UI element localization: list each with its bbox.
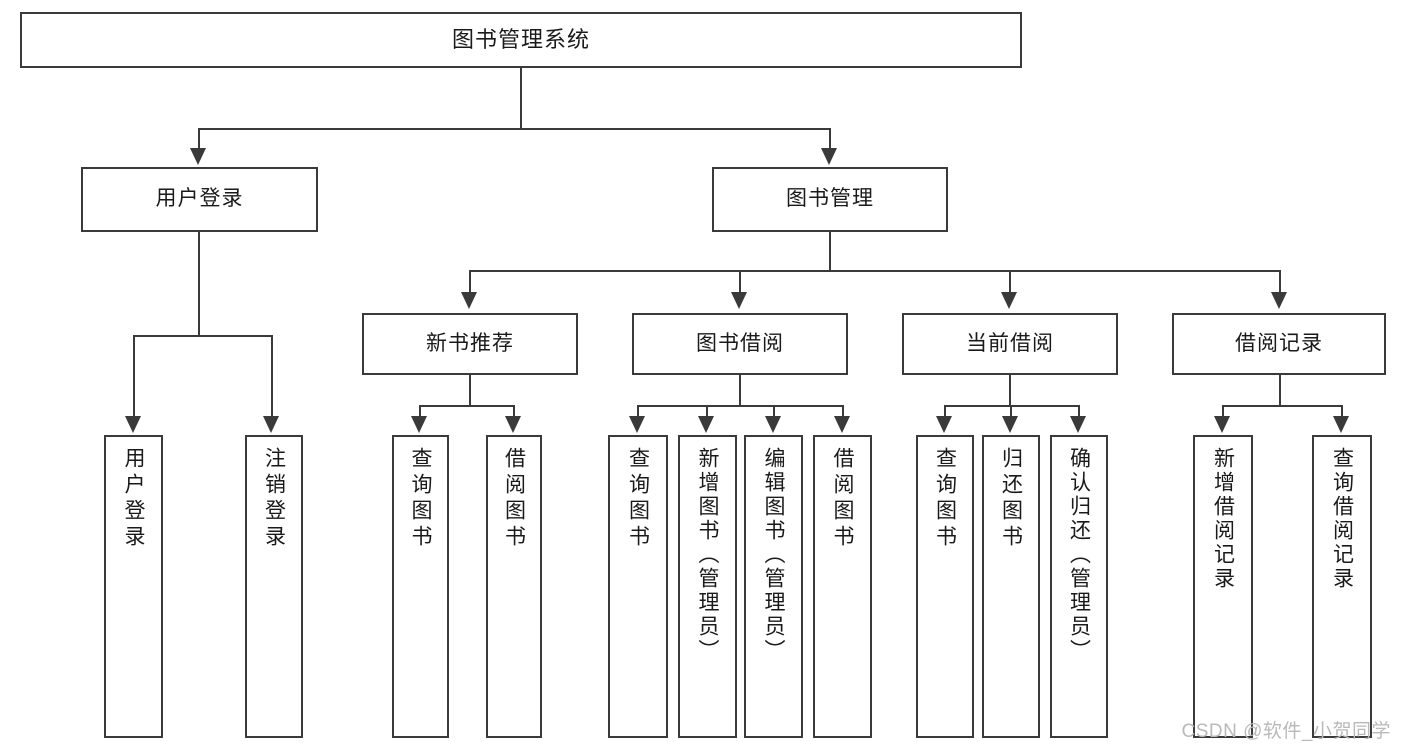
node-leaf-3[interactable]: 借阅图书 [486,435,542,738]
arrowhead-newbook-0 [411,416,427,433]
node-leaf-12[interactable]: 查询借阅记录 [1312,435,1372,738]
node-leaf-8[interactable]: 查询图书 [916,435,974,738]
node-label: 新增图书（管理员） [696,447,719,663]
node-leaf-7[interactable]: 借阅图书 [813,435,872,738]
edge-login-bar [133,335,272,337]
edge-root-stem [520,68,522,128]
arrowhead-borrow-1 [698,416,714,433]
edge-borrow-bar [637,405,843,407]
edge-newbook-bar [419,405,514,407]
edge-borrow-drops-2 [773,405,775,417]
node-leaf-0[interactable]: 用户登录 [104,435,163,738]
node-root-system[interactable]: 图书管理系统 [20,12,1022,68]
edge-borrow-stem [739,375,741,405]
edge-current-drops-1 [1010,405,1012,417]
arrowhead-borrow-2 [765,416,781,433]
arrowhead-manage-3 [1271,292,1287,309]
node-label: 图书管理 [786,187,874,211]
arrowhead-record-1 [1333,416,1349,433]
arrowhead-root-1 [821,148,837,165]
node-label: 查询图书 [933,447,957,551]
node-level3-1[interactable]: 图书借阅 [632,313,848,375]
node-level3-0[interactable]: 新书推荐 [362,313,578,375]
arrowhead-manage-0 [461,292,477,309]
node-label: 编辑图书（管理员） [762,447,785,663]
edge-record-bar [1222,405,1342,407]
node-label: 查询图书 [626,447,650,551]
arrowhead-login-0 [125,416,141,433]
arrowhead-manage-1 [731,292,747,309]
node-label: 图书借阅 [696,331,784,355]
node-label: 用户登录 [122,447,145,551]
edge-manage-drops-0 [469,270,471,293]
edge-current-drops-2 [1078,405,1080,417]
edge-root-drops-0 [198,128,200,150]
node-level2-1[interactable]: 图书管理 [712,167,948,232]
node-label: 图书管理系统 [451,27,590,53]
node-label: 查询借阅记录 [1330,447,1354,591]
arrowhead-current-0 [936,416,952,433]
arrowhead-newbook-1 [505,416,521,433]
node-label: 借阅记录 [1235,331,1323,355]
csdn-watermark: CSDN @软件_小贺同学 [1181,721,1391,742]
node-label: 新增借阅记录 [1211,447,1235,591]
edge-manage-bar [469,270,1280,272]
node-label: 注销登录 [262,447,286,551]
node-label: 借阅图书 [502,447,526,551]
node-label: 借阅图书 [831,447,854,551]
node-label: 查询图书 [409,447,432,551]
arrowhead-root-0 [190,148,206,165]
edge-root-bar [198,128,831,130]
edge-manage-stem [829,232,831,270]
edge-newbook-drops-1 [513,405,515,417]
node-leaf-10[interactable]: 确认归还（管理员） [1050,435,1108,738]
node-level2-0[interactable]: 用户登录 [81,167,318,232]
node-label: 归还图书 [999,447,1023,551]
edge-newbook-drops-0 [419,405,421,417]
edge-record-stem [1279,375,1281,405]
node-label: 新书推荐 [426,331,514,355]
node-level3-2[interactable]: 当前借阅 [902,313,1118,375]
arrowhead-borrow-0 [629,416,645,433]
arrowhead-manage-2 [1001,292,1017,309]
edge-manage-drops-1 [739,270,741,293]
arrowhead-login-1 [263,416,279,433]
edge-newbook-stem [469,375,471,405]
edge-login-drops-1 [271,335,273,417]
edge-borrow-drops-3 [842,405,844,417]
edge-current-drops-0 [944,405,946,417]
node-leaf-2[interactable]: 查询图书 [392,435,449,738]
edge-manage-drops-3 [1279,270,1281,293]
edge-manage-drops-2 [1009,270,1011,293]
edge-borrow-drops-1 [706,405,708,417]
node-label: 当前借阅 [966,331,1054,355]
node-label: 用户登录 [155,187,244,211]
edge-login-drops-0 [133,335,135,417]
edge-login-stem [198,232,200,335]
node-level3-3[interactable]: 借阅记录 [1172,313,1386,375]
node-leaf-5[interactable]: 新增图书（管理员） [678,435,737,738]
edge-record-drops-1 [1341,405,1343,417]
edge-borrow-drops-0 [637,405,639,417]
edge-current-stem [1009,375,1011,405]
arrowhead-record-0 [1214,416,1230,433]
node-leaf-6[interactable]: 编辑图书（管理员） [744,435,803,738]
node-leaf-9[interactable]: 归还图书 [982,435,1040,738]
arrowhead-borrow-3 [834,416,850,433]
edge-root-drops-1 [829,128,831,150]
edge-record-drops-0 [1222,405,1224,417]
node-leaf-4[interactable]: 查询图书 [608,435,668,738]
node-leaf-1[interactable]: 注销登录 [245,435,303,738]
arrowhead-current-1 [1002,416,1018,433]
node-label: 确认归还（管理员） [1067,447,1091,663]
node-leaf-11[interactable]: 新增借阅记录 [1193,435,1253,738]
arrowhead-current-2 [1070,416,1086,433]
